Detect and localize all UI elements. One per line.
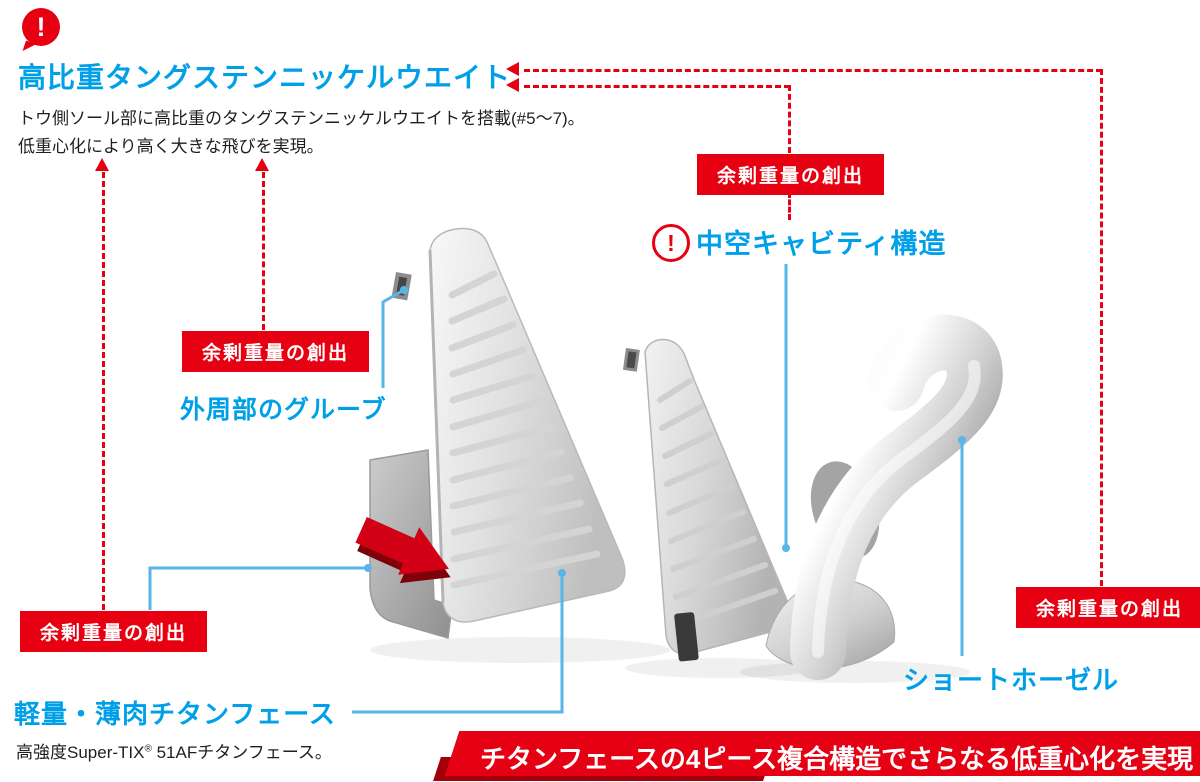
hollow-cavity-title: 中空キャビティ構造 xyxy=(696,229,947,259)
short-hosel-title: ショートホーゼル xyxy=(903,665,1120,695)
dash-line-left-short xyxy=(262,172,265,330)
dash-line-mid-vertical xyxy=(788,85,791,153)
face-desc-post: 51AFチタンフェース。 xyxy=(151,743,332,762)
arrowhead-title-1 xyxy=(506,62,519,76)
arrowhead-title-2 xyxy=(506,78,519,92)
tungsten-title: 高比重タングステンニッケルウエイト xyxy=(18,62,512,93)
surplus-weight-badge-right: 余剰重量の創出 xyxy=(1016,587,1200,628)
arrowhead-up-1 xyxy=(95,158,109,171)
dash-line-badge1-to-cavity xyxy=(788,192,791,220)
titanium-face-desc: 高強度Super-TIX® 51AFチタンフェース。 xyxy=(16,738,332,763)
tungsten-desc-line1: トウ側ソール部に高比重のタングステンニッケルウエイトを搭載(#5〜7)。 xyxy=(18,109,585,128)
leader-surplus-face xyxy=(148,566,368,610)
arrowhead-up-2 xyxy=(255,158,269,171)
alert-icon-tungsten: ! xyxy=(22,8,60,55)
hollow-body-piece xyxy=(644,338,790,655)
surplus-weight-badge-left: 余剰重量の創出 xyxy=(182,331,370,372)
titanium-face-title: 軽量・薄肉チタンフェース xyxy=(14,699,336,729)
surplus-weight-badge-top: 余剰重量の創出 xyxy=(697,154,885,195)
tungsten-weight-arrow xyxy=(355,517,451,584)
alert-icon-cavity: ! xyxy=(652,224,690,262)
surplus-weight-badge-bottom: 余剰重量の創出 xyxy=(20,611,208,652)
dash-line-top-right xyxy=(524,69,1102,72)
dash-line-left-long xyxy=(102,172,105,610)
tungsten-desc-line2: 低重心化により高く大きな飛びを実現。 xyxy=(18,137,324,156)
leader-face xyxy=(352,575,564,714)
leader-groove xyxy=(381,288,405,388)
perimeter-groove-title: 外周部のグルーブ xyxy=(180,396,387,424)
dash-line-top-mid xyxy=(524,85,790,88)
hosel-neck xyxy=(790,314,1003,680)
registered-mark: ® xyxy=(144,743,152,755)
alert-glyph: ! xyxy=(667,229,675,256)
dash-line-right-vertical xyxy=(1100,69,1103,586)
banner-text: チタンフェースの4ピース複合構造でさらなる低重心化を実現 xyxy=(480,744,1194,774)
alert-glyph: ! xyxy=(36,11,46,42)
face-desc-pre: 高強度Super-TIX xyxy=(16,743,145,762)
